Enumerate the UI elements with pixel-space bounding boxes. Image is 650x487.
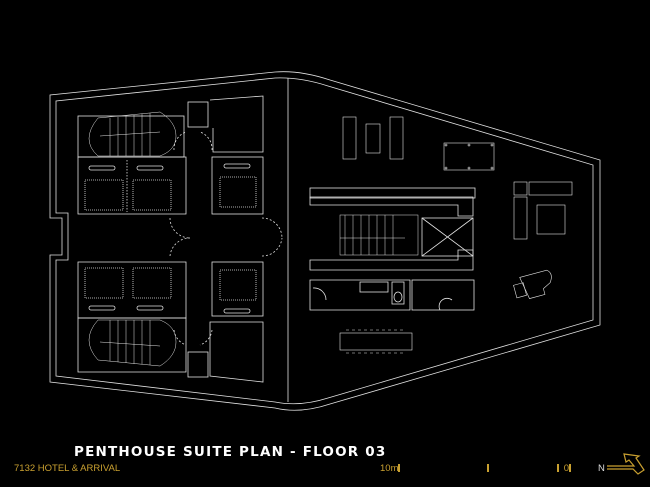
corridor-doors [169,217,283,257]
central-core [309,187,476,311]
elevators-lower [84,267,257,301]
sofa-set [513,181,573,240]
north-arrow-icon [607,453,645,475]
billiard-table [443,142,495,171]
project-name: 7132 HOTEL & ARRIVAL [14,463,121,474]
scale-bar: 10m [380,463,400,474]
exterior-wall [49,71,601,411]
scale-tick-mid [487,463,489,474]
elevators-upper [84,176,257,211]
dining-table [339,329,413,354]
north-label: N [598,463,605,474]
scale-label-10m: 10m [380,463,399,474]
scale-tick-end: 0 [557,463,571,474]
scale-label-0: 0 [563,463,570,474]
grand-piano [513,269,552,299]
floor-plan-drawing [49,71,601,411]
stair-lower [88,319,177,367]
north-arrow: N [598,452,648,480]
central-stair [339,214,419,256]
drawing-title: PENTHOUSE SUITE PLAN - FLOOR 03 [74,444,387,460]
furniture [339,116,573,354]
stair-upper [88,111,177,157]
lower-core [77,261,264,383]
scale-tick [398,464,400,472]
upper-core [77,95,264,215]
